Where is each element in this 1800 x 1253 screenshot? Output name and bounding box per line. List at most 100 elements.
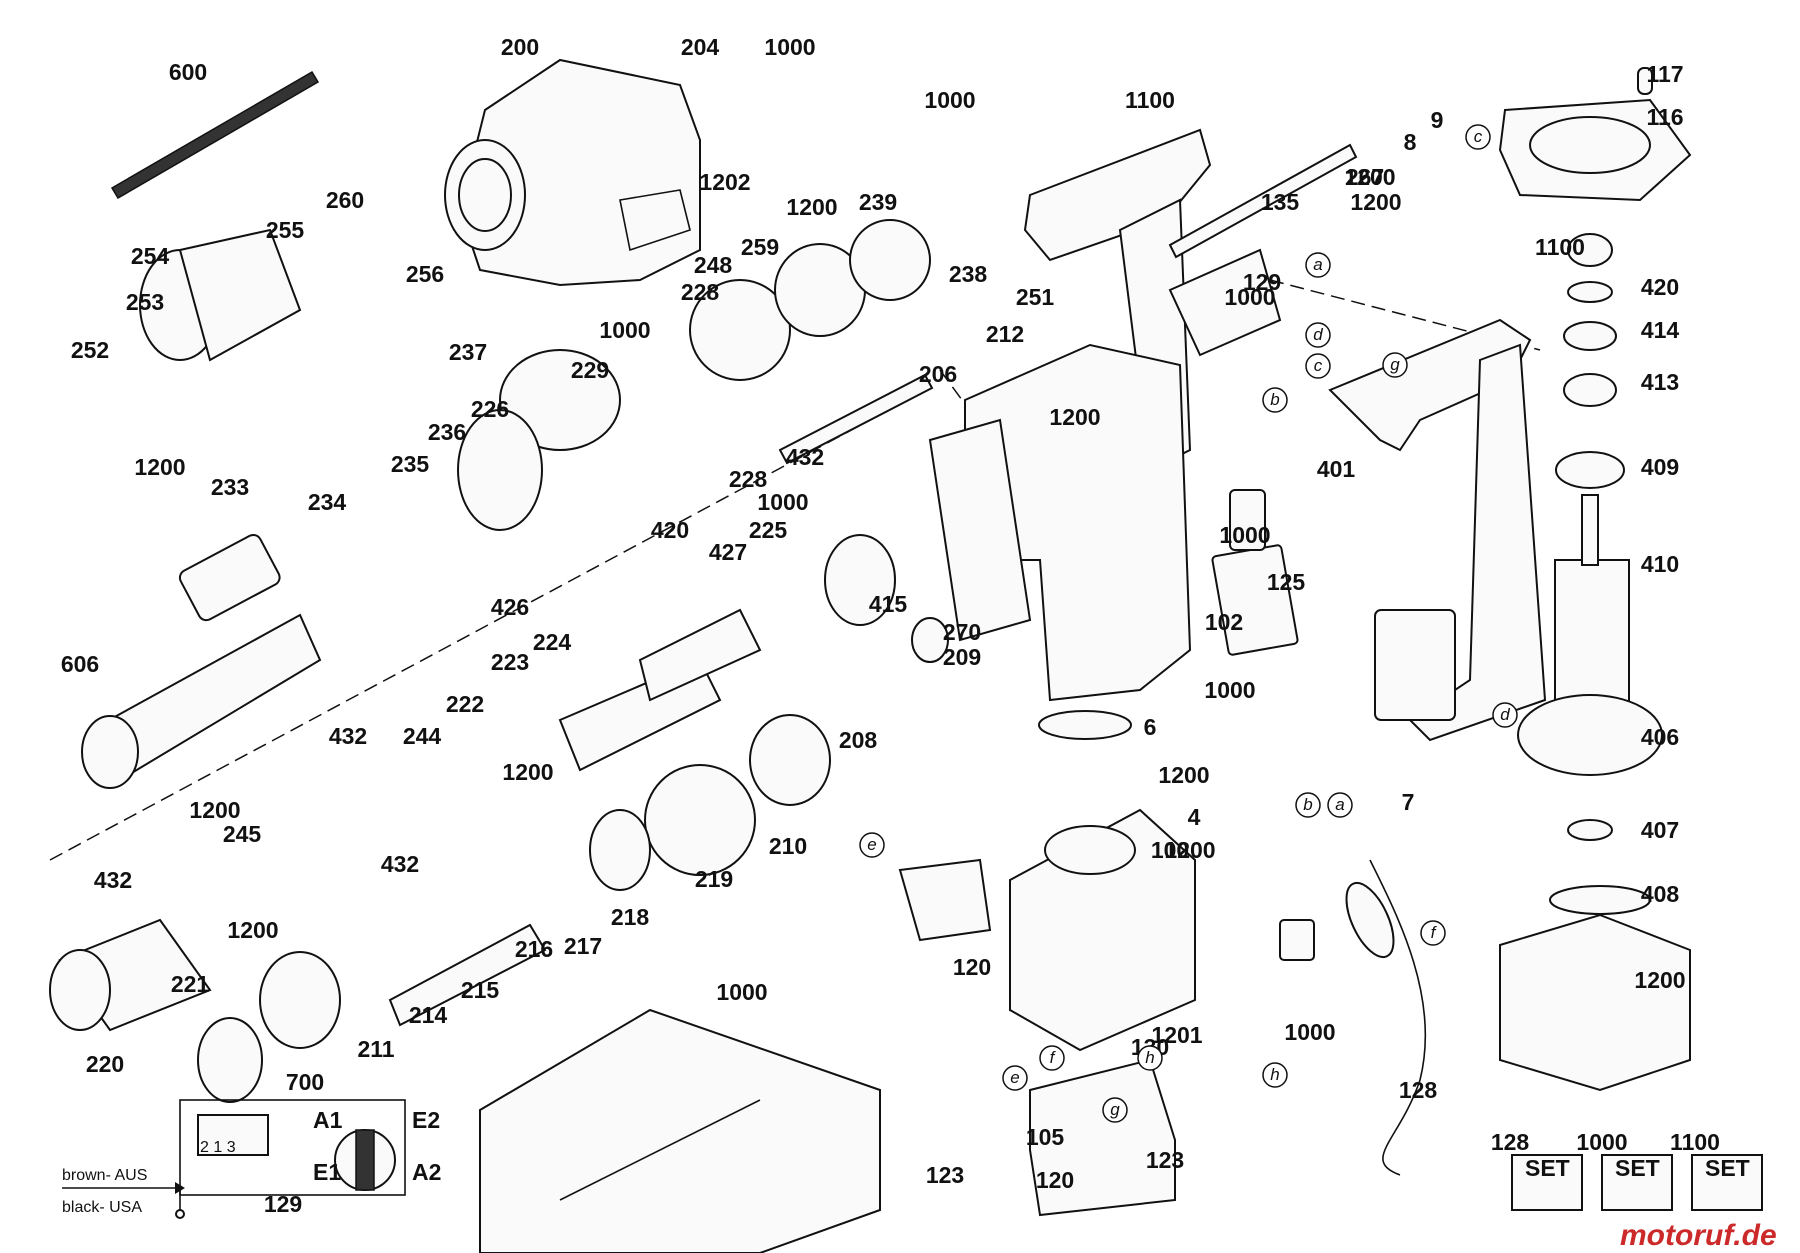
part-label: 223 bbox=[491, 649, 529, 675]
fan-housing bbox=[1499, 885, 1691, 1092]
part-label: 254 bbox=[131, 243, 170, 269]
power-cord bbox=[1345, 859, 1427, 1176]
svg-text:f: f bbox=[1050, 1048, 1057, 1067]
part-label: 1000 bbox=[1576, 1129, 1627, 1155]
part-label: 1201 bbox=[1151, 1022, 1202, 1048]
part-label: 1200 bbox=[1049, 404, 1100, 430]
part-label: 116 bbox=[1646, 104, 1683, 130]
svg-text:h: h bbox=[1145, 1048, 1154, 1067]
part-label: 1000 bbox=[716, 979, 767, 1005]
svg-text:e: e bbox=[1010, 1068, 1019, 1087]
svg-text:e: e bbox=[867, 835, 876, 854]
part-label: 1200 bbox=[1350, 189, 1401, 215]
part-label: 1000 bbox=[757, 489, 808, 515]
part-label: 123 bbox=[1146, 1147, 1184, 1173]
part-label: 210 bbox=[769, 833, 807, 859]
part-label: 218 bbox=[611, 904, 650, 930]
wiring-schematic: A1 E2 E1 A2 2 1 3 brown- AUS black- USA bbox=[62, 1099, 441, 1219]
part-label: 1000 bbox=[599, 317, 650, 343]
connector-letter: d bbox=[1305, 322, 1331, 348]
svg-text:c: c bbox=[1314, 356, 1323, 375]
connector-letter: h bbox=[1137, 1045, 1163, 1071]
part-label: 225 bbox=[749, 517, 788, 543]
part-label: 235 bbox=[391, 451, 430, 477]
part-label: 208 bbox=[839, 727, 878, 753]
part-label: 426 bbox=[491, 594, 529, 620]
motor-housing bbox=[928, 343, 1299, 740]
part-label: 211 bbox=[357, 1036, 394, 1062]
part-label: 204 bbox=[681, 34, 720, 60]
set-box-1200: SET bbox=[1705, 1155, 1750, 1181]
part-label: 217 bbox=[564, 933, 602, 959]
part-label: 212 bbox=[986, 321, 1024, 347]
part-label: 244 bbox=[403, 723, 442, 749]
connector-letter: f bbox=[1039, 1045, 1065, 1071]
part-label: 226 bbox=[471, 396, 509, 422]
connector-letter: e bbox=[859, 832, 885, 858]
part-label: 406 bbox=[1641, 724, 1679, 750]
part-label: 224 bbox=[533, 629, 572, 655]
part-label: 600 bbox=[169, 59, 207, 85]
part-label: 135 bbox=[1261, 189, 1300, 215]
part-label: 209 bbox=[943, 644, 981, 670]
connector-letter: e bbox=[1002, 1065, 1028, 1091]
rear-handle bbox=[1328, 318, 1547, 742]
part-label: 228 bbox=[681, 279, 720, 305]
transmission bbox=[49, 534, 949, 1103]
part-label: 123 bbox=[926, 1162, 964, 1188]
wiring-a1: A1 bbox=[313, 1107, 343, 1133]
part-label: 1000 bbox=[1284, 1019, 1335, 1045]
connector-letter: b bbox=[1262, 387, 1288, 413]
part-label: 1100 bbox=[1535, 234, 1585, 260]
wiring-brown: brown- AUS bbox=[62, 1167, 147, 1184]
svg-text:h: h bbox=[1270, 1065, 1279, 1084]
part-label: 1000 bbox=[1204, 677, 1255, 703]
part-label: 1000 bbox=[924, 87, 975, 113]
part-label: 236 bbox=[428, 419, 466, 445]
part-label: 1200 bbox=[189, 797, 240, 823]
part-label: 259 bbox=[741, 234, 779, 260]
stator-frame bbox=[898, 808, 1315, 1217]
svg-text:a: a bbox=[1335, 795, 1344, 814]
part-label: 270 bbox=[943, 619, 981, 645]
connector-letter: f bbox=[1420, 920, 1446, 946]
part-label: 4 bbox=[1188, 804, 1201, 830]
carrying-case bbox=[479, 1008, 881, 1253]
switch-assembly bbox=[1168, 248, 1282, 551]
part-label: 222 bbox=[446, 691, 484, 717]
part-label: 413 bbox=[1641, 369, 1679, 395]
part-label: 1000 bbox=[1219, 522, 1270, 548]
part-label: 238 bbox=[949, 261, 988, 287]
part-label: 117 bbox=[1646, 61, 1683, 87]
svg-text:d: d bbox=[1500, 705, 1510, 724]
threaded-rod bbox=[110, 70, 320, 200]
part-label: 125 bbox=[1267, 569, 1306, 595]
part-label: 234 bbox=[308, 489, 347, 515]
part-label: 432 bbox=[329, 723, 367, 749]
part-label: 239 bbox=[859, 189, 897, 215]
wiring-e1: E1 bbox=[313, 1159, 341, 1185]
part-label: 432 bbox=[94, 867, 132, 893]
connector-letter: d bbox=[1492, 702, 1518, 728]
part-label: 256 bbox=[406, 261, 444, 287]
part-label: 251 bbox=[1016, 284, 1055, 310]
part-label: 120 bbox=[1036, 1167, 1074, 1193]
set-boxes: SET SET SET bbox=[1511, 1154, 1763, 1211]
part-label: 200 bbox=[501, 34, 539, 60]
svg-text:d: d bbox=[1313, 325, 1323, 344]
set-box-1000: SET bbox=[1525, 1155, 1570, 1181]
connector-letter: b bbox=[1295, 792, 1321, 818]
part-label: 216 bbox=[515, 936, 553, 962]
svg-text:f: f bbox=[1431, 923, 1438, 942]
part-label: 6 bbox=[1144, 714, 1157, 740]
part-label: 220 bbox=[86, 1051, 124, 1077]
connector-letter: g bbox=[1102, 1097, 1128, 1123]
part-label: 1000 bbox=[764, 34, 815, 60]
part-label: 228 bbox=[729, 466, 768, 492]
connector-letter: h bbox=[1262, 1062, 1288, 1088]
wiring-black: black- USA bbox=[62, 1199, 142, 1216]
part-label: 1200 bbox=[134, 454, 185, 480]
part-label: 120 bbox=[953, 954, 991, 980]
motor-cap bbox=[1498, 67, 1692, 202]
